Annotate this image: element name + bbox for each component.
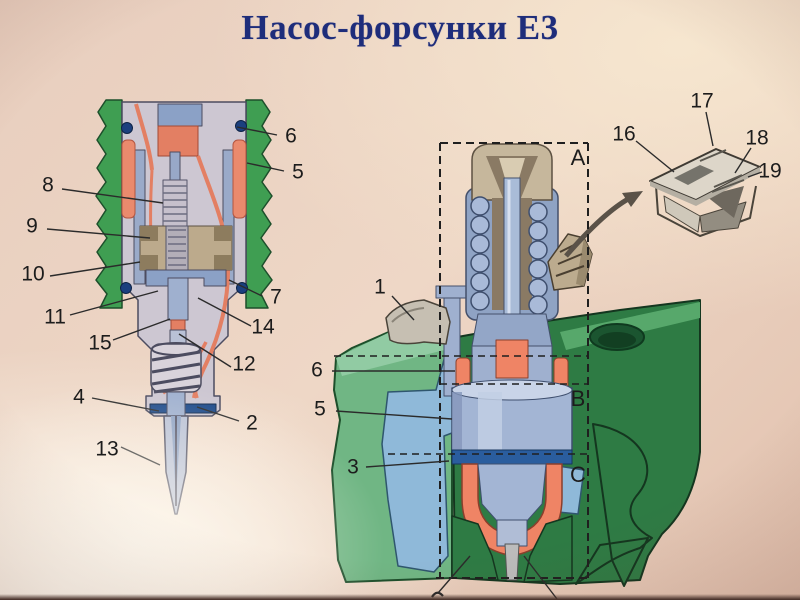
callout-left-10: 10 [21,262,45,286]
coil-spring [470,196,548,315]
callout-detail-18: 18 [745,126,769,150]
nozzle-tip [504,543,520,581]
callout-left-13: 13 [95,437,119,461]
photo-edge-shadow [0,594,800,600]
left-injector-cutaway [95,99,273,515]
callout-left-2: 2 [246,411,258,435]
head-section-right [245,99,273,309]
callout-left-7: 7 [270,285,282,309]
callout-left-8: 8 [42,173,54,197]
page-title: Насос-форсунки Е3 [241,8,559,47]
head-curl [575,423,653,587]
clamp [385,299,451,345]
callout-left-9: 9 [26,214,38,238]
callout-left-5: 5 [292,160,304,184]
side-seal-left [121,139,136,219]
side-seal-right [232,139,247,219]
callout-left-11: 11 [44,305,66,329]
callout-right-3: 3 [347,455,359,479]
zone-label-b: B [570,386,586,411]
zone-label-c: C [570,462,586,487]
zone-label-a: A [570,145,586,170]
callout-right-1: 1 [374,275,386,299]
arrow-to-plate [564,191,643,258]
callout-right-5: 5 [314,397,326,421]
callout-left-15: 15 [88,331,112,355]
head-section-left [95,99,123,309]
nozzle-spring [150,342,202,394]
callout-detail-17: 17 [690,89,714,113]
callout-detail-19: 19 [758,159,782,183]
callout-left-12: 12 [232,352,256,376]
callout-detail-16: 16 [612,122,636,146]
valve-spring [162,179,188,233]
retaining-ring [451,449,573,465]
data-matrix-code [674,165,714,185]
id-plate-detail [635,111,763,237]
callout-left-4: 4 [73,385,85,409]
zone-dashed-lines [334,142,589,579]
callout-left-14: 14 [251,315,275,339]
fuel-port [495,339,529,379]
callout-right-6: 6 [311,358,323,382]
callout-left-6: 6 [285,124,297,148]
o-rings [120,120,248,294]
valve-seal [157,125,199,157]
installed-injector [385,143,643,583]
valve-block [157,103,203,127]
